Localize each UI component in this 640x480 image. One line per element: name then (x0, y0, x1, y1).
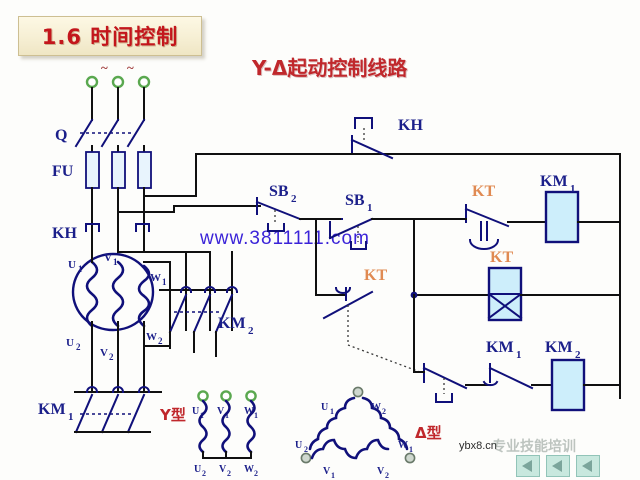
y-terminal-W1-sub: 1 (254, 411, 258, 420)
delta-label-W1: W (398, 440, 408, 451)
ghost-badge-icon (516, 455, 540, 477)
ghost-badge-icon (576, 455, 600, 477)
label-thermal-relay: KH (52, 225, 77, 242)
ac-symbol: ~ (127, 60, 134, 75)
section-title-text: 1.6 时间控制 (41, 25, 179, 49)
label-interlock-KM1-sub: 1 (516, 349, 522, 361)
delta-label-W2-sub: 2 (382, 407, 386, 416)
label-start-button-sub: 1 (367, 202, 373, 214)
delta-label-U2: U (295, 440, 302, 451)
label-disconnect: Q (55, 127, 67, 144)
motor-terminal-W1: W (150, 272, 161, 284)
contactor-KM2-main: KM 2 (168, 286, 254, 357)
y-terminal-V2-sub: 2 (227, 469, 231, 478)
label-coil-KM2: KM (545, 339, 573, 356)
label-stop-button-sub: 2 (291, 193, 297, 205)
y-terminal-V2: V (219, 464, 227, 475)
delta-label-V2: V (377, 466, 385, 477)
timer-contact-KT-delayed: KT (315, 267, 421, 373)
motor-terminal-U2: U (66, 337, 74, 349)
delta-label-W1-sub: 1 (409, 445, 413, 454)
label-stop-button: SB (269, 183, 289, 200)
delta-label-V2-sub: 2 (385, 471, 389, 480)
y-terminal-W2-sub: 2 (254, 469, 258, 478)
motor-terminal-V2: V (100, 347, 108, 359)
motor-terminal-V1-sub: 1 (113, 257, 118, 267)
delta-label-V1-sub: 1 (331, 471, 335, 480)
ac-symbol: ~ (101, 60, 108, 75)
motor-terminal-U1: U (68, 259, 76, 271)
disconnect-switch-Q: Q (55, 118, 146, 153)
delta-label-U2-sub: 2 (304, 445, 308, 454)
delta-label-U1: U (321, 402, 328, 413)
y-terminal-V1-sub: 1 (225, 411, 229, 420)
section-title-box: 1.6 时间控制 (18, 16, 202, 56)
y-terminal-W2: W (244, 464, 254, 475)
label-start-button: SB (345, 192, 365, 209)
contactor-KM1-main: KM 1 (38, 386, 162, 434)
coil-KM1: KM 1 (540, 173, 621, 244)
motor-terminal-U2-sub: 2 (76, 342, 81, 352)
control-rails (259, 153, 621, 399)
winding-routing-delta (91, 251, 233, 393)
motor-terminal-V1: V (104, 252, 112, 264)
timer-contact-KT-nc: KT (413, 183, 545, 250)
label-contactor-KM2-sub: 2 (248, 325, 254, 337)
label-coil-KM1-sub: 1 (570, 183, 576, 195)
label-contactor-KM1: KM (38, 401, 66, 418)
watermark-ghost-text: 专业技能培训 (492, 439, 576, 455)
label-timer-contact: KT (472, 183, 495, 200)
thermal-contact-KH-control: KH (195, 117, 621, 160)
label-timer-delayed-contact: KT (364, 267, 387, 284)
watermark-site: ybx8.cn (459, 440, 497, 452)
y-terminal-V1: V (217, 406, 225, 417)
y-terminal-W1: W (244, 406, 254, 417)
label-coil-KT: KT (490, 249, 513, 266)
label-thermal-contact: KH (398, 117, 423, 134)
supply-terminals: ~ ~ (85, 60, 151, 121)
y-terminal-U2-sub: 2 (202, 469, 206, 478)
delta-label-V1: V (323, 466, 331, 477)
pushbutton-SB1-start: SB 1 (315, 192, 415, 296)
label-coil-KM2-sub: 2 (575, 349, 581, 361)
label-contactor-KM1-sub: 1 (68, 411, 74, 423)
y-terminal-U1: U (192, 406, 199, 417)
delta-connection-diagram: U 1 W 2 U 2 W 1 V 1 V 2 Δ型 (295, 386, 442, 480)
ghost-badge-icon (546, 455, 570, 477)
motor-terminal-W2: W (146, 331, 157, 343)
pushbutton-SB2-stop: SB 2 (173, 183, 317, 232)
branch-KM2-coil: KM 1 KM 2 (413, 294, 621, 412)
delta-label-U1-sub: 1 (330, 407, 334, 416)
page-title: Y-Δ起动控制线路 (252, 56, 408, 80)
label-contactor-KM2: KM (218, 315, 246, 332)
label-interlock-KM1: KM (486, 339, 514, 356)
watermark-url: www.3811111.com (200, 228, 370, 249)
coil-KT-timer: KT (410, 249, 621, 322)
motor-stator: U 1 V 1 W 1 U 2 V 2 W 2 (66, 252, 167, 362)
delta-connection-caption: Δ型 (415, 424, 442, 442)
motor-terminal-V2-sub: 2 (109, 352, 114, 362)
motor-terminal-W1-sub: 1 (162, 277, 167, 287)
fuse-group-FU: FU (52, 151, 152, 251)
y-terminal-U2: U (194, 464, 201, 475)
y-connection-diagram: U 1 V 1 W 1 U 2 V 2 W 2 Y型 (159, 390, 258, 478)
thermal-relay-KH-main: KH (52, 223, 150, 253)
label-fuse: FU (52, 163, 74, 180)
motor-terminal-U1-sub: 1 (78, 264, 83, 274)
y-connection-caption: Y型 (159, 406, 186, 424)
label-coil-KM1: KM (540, 173, 568, 190)
delta-label-W2: W (371, 402, 381, 413)
motor-terminal-W2-sub: 2 (158, 336, 163, 346)
